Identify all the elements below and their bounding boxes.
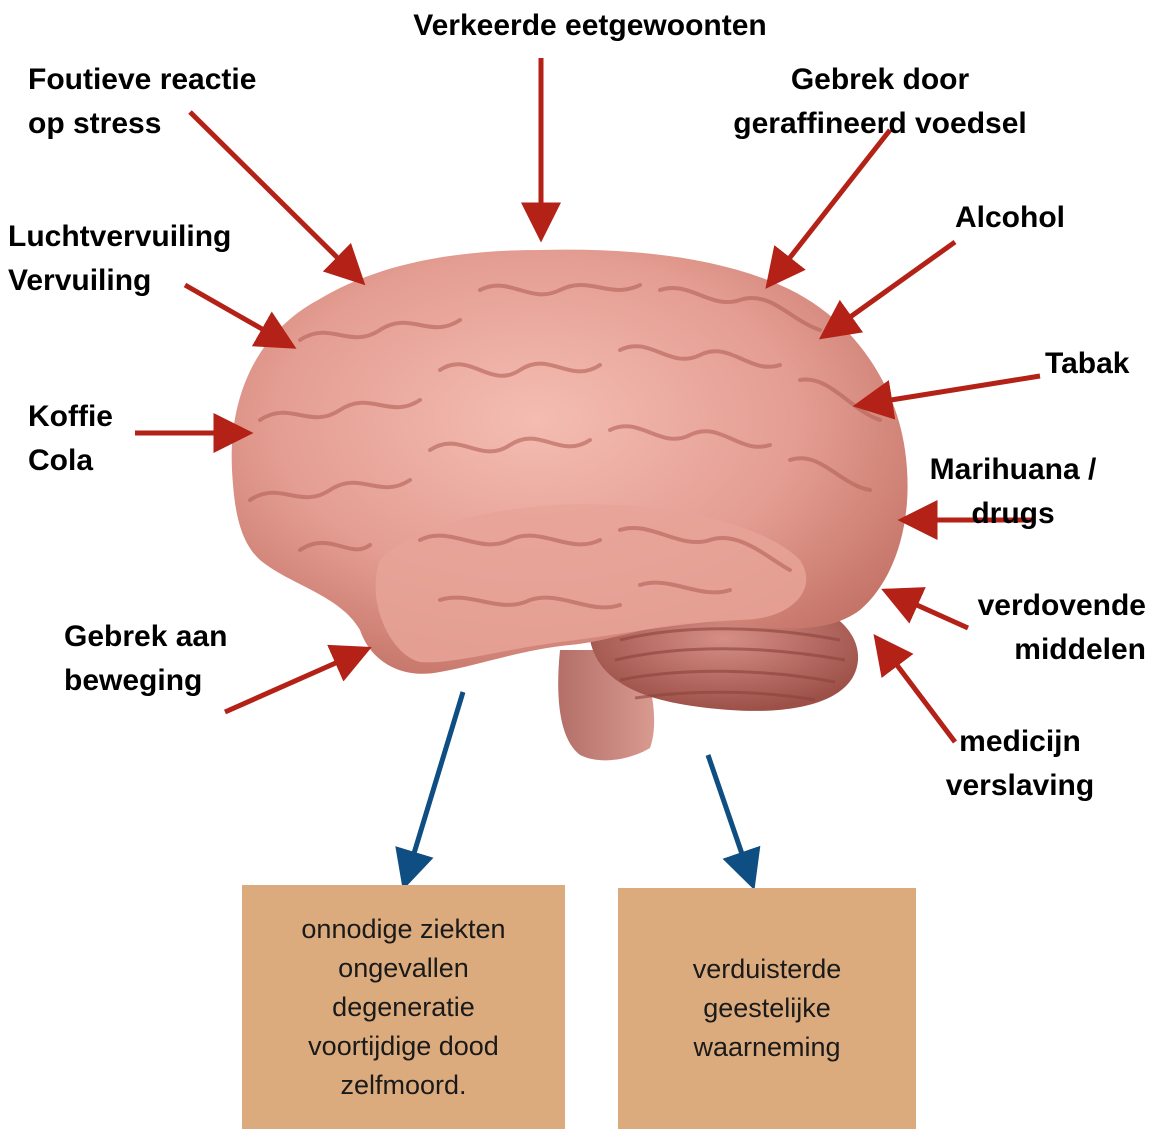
cause-line: beweging [64, 659, 227, 703]
outcome-physical-box: onnodige ziekten ongevallen degeneratie … [242, 885, 565, 1129]
outcome-line: ongevallen [301, 949, 505, 988]
cause-luchtvervuiling: Luchtvervuiling Vervuiling [8, 215, 231, 303]
cause-line: Tabak [1045, 342, 1129, 386]
cause-line: Cola [28, 439, 113, 483]
cause-line: drugs [915, 492, 1111, 536]
outcome-line: onnodige ziekten [301, 910, 505, 949]
cause-line: geraffineerd voedsel [700, 102, 1060, 146]
arrow-gebrek-beweging [225, 650, 365, 712]
outcome-physical-text: onnodige ziekten ongevallen degeneratie … [301, 910, 505, 1105]
outcome-line: voortijdige dood [301, 1027, 505, 1066]
cause-line: Marihuana / [915, 448, 1111, 492]
arrow-alcohol [825, 242, 955, 335]
cause-tabak: Tabak [1045, 342, 1129, 386]
outcome-line: waarneming [693, 1028, 842, 1067]
brain-illustration [232, 250, 908, 761]
cause-line: Foutieve reactie [28, 58, 256, 102]
cause-line: middelen [900, 628, 1146, 672]
cause-medicijn: medicijn verslaving [925, 720, 1115, 808]
cause-foutieve-reactie: Foutieve reactie op stress [28, 58, 256, 146]
cause-line: Alcohol [955, 196, 1065, 240]
cause-gebrek-geraffineerd: Gebrek door geraffineerd voedsel [700, 58, 1060, 146]
arrow-to-physical-outcome [405, 692, 463, 883]
cause-line: medicijn [925, 720, 1115, 764]
cause-verdovende: verdovende middelen [900, 584, 1146, 672]
cause-koffie-cola: Koffie Cola [28, 395, 113, 483]
outcome-line: degeneratie [301, 988, 505, 1027]
arrow-gebrek-geraffineerd [770, 130, 890, 283]
cause-line: op stress [28, 102, 256, 146]
outcome-mental-box: verduisterde geestelijke waarneming [618, 888, 916, 1129]
cause-line: Luchtvervuiling [8, 215, 231, 259]
cause-gebrek-beweging: Gebrek aan beweging [64, 615, 227, 703]
outcome-line: zelfmoord. [301, 1066, 505, 1105]
cause-line: verslaving [925, 764, 1115, 808]
outcome-line: geestelijke [693, 989, 842, 1028]
cause-line: Gebrek door [700, 58, 1060, 102]
cause-verkeerde-eetgewoonten: Verkeerde eetgewoonten [370, 4, 810, 48]
cause-line: Vervuiling [8, 259, 231, 303]
cause-line: Koffie [28, 395, 113, 439]
cause-line: verdovende [900, 584, 1146, 628]
outcome-mental-text: verduisterde geestelijke waarneming [693, 950, 842, 1067]
arrow-to-mental-outcome [708, 755, 752, 883]
outcome-line: verduisterde [693, 950, 842, 989]
cause-marihuana: Marihuana / drugs [915, 448, 1111, 536]
cause-line: Verkeerde eetgewoonten [370, 4, 810, 48]
cause-line: Gebrek aan [64, 615, 227, 659]
cause-alcohol: Alcohol [955, 196, 1065, 240]
